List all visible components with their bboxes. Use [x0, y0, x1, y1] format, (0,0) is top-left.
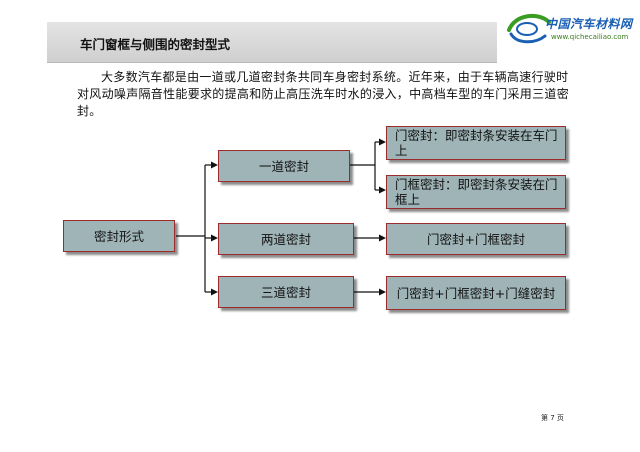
page-number: 第 7 页	[541, 414, 564, 422]
arrow-single-b	[379, 186, 386, 194]
logo-name: 中国汽车材料网	[545, 17, 633, 31]
page-title: 车门窗框与侧围的密封型式	[80, 37, 231, 52]
arrow-double-result	[379, 234, 386, 242]
arrow-triple-result	[379, 288, 386, 296]
arrow-single	[211, 161, 218, 169]
arrow-triple	[211, 288, 218, 296]
root-node: 密封形式	[63, 220, 175, 252]
node-single-seal: 一道密封	[218, 150, 350, 182]
node-door-frame-seal: 门密封+门框密封	[386, 223, 566, 255]
intro-paragraph: 大多数汽车都是由一道或几道密封条共同车身密封系统。近年来，由于车辆高速行驶时对风…	[77, 70, 570, 118]
node-door-seal: 门密封：即密封条安装在车门上	[386, 126, 566, 160]
arrow-double	[211, 234, 218, 242]
logo-url: www.qichecailiao.com	[551, 33, 629, 41]
site-logo: 中国汽车材料网 www.qichecailiao.com	[505, 8, 635, 50]
title-bar	[47, 22, 497, 63]
node-frame-seal: 门框密封：即密封条安装在门框上	[386, 175, 566, 209]
node-double-seal: 两道密封	[218, 223, 354, 255]
node-door-frame-gap-seal: 门密封+门框密封+门缝密封	[386, 276, 566, 310]
car-swoosh-logo-icon	[507, 13, 551, 44]
node-triple-seal: 三道密封	[218, 276, 354, 308]
arrow-single-a	[379, 138, 386, 146]
